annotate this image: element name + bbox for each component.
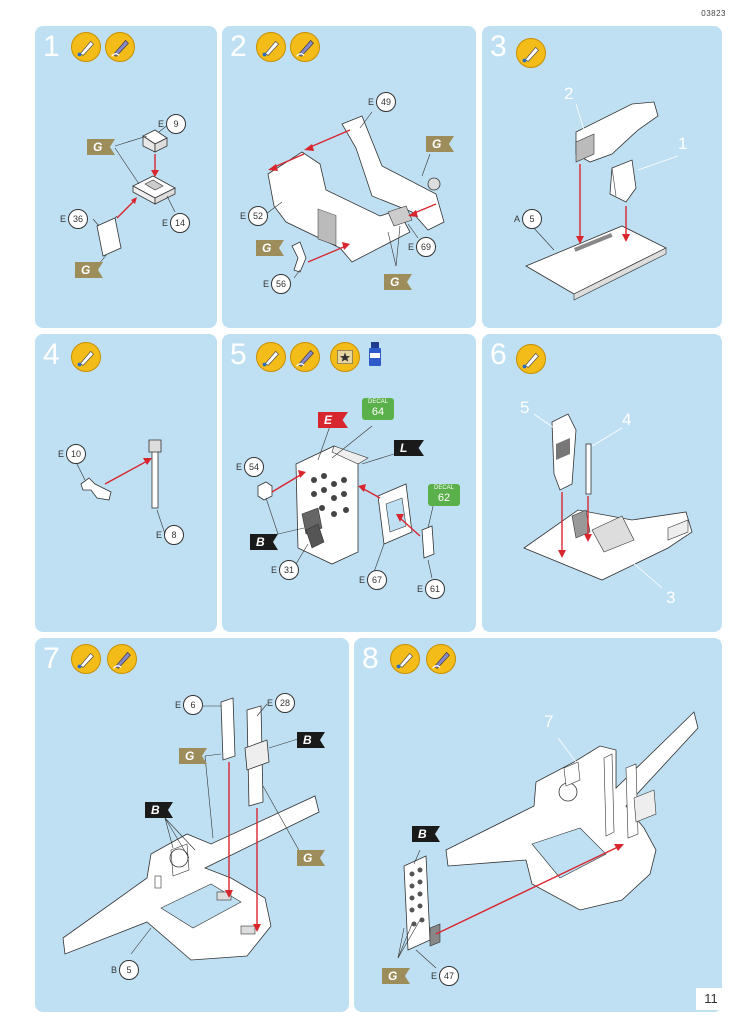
step-2-parts-drawing: [265, 111, 445, 279]
color-flag-g: G: [384, 274, 412, 290]
paint-brush-icon: [516, 38, 546, 68]
kit-code: 03823: [701, 9, 726, 18]
page-number: 11: [696, 988, 726, 1010]
paint-brush-icon: [256, 32, 286, 62]
decal-solution-bottle-icon: [368, 342, 382, 366]
color-flag-b: B: [145, 802, 173, 818]
color-flag-e: E: [318, 412, 348, 428]
color-flag-g: G: [75, 262, 103, 278]
color-flag-g: G: [256, 240, 284, 256]
glue-brush-icon: [290, 342, 320, 372]
glue-brush-icon: [290, 32, 320, 62]
color-flag-g: G: [87, 139, 115, 155]
step-5-parts-drawing: [257, 425, 435, 579]
color-flag-l: L: [394, 440, 424, 456]
paint-brush-icon: [390, 644, 420, 674]
step-6-parts-drawing: [523, 413, 693, 589]
color-flag-g: G: [297, 850, 325, 866]
color-flag-b: B: [297, 732, 325, 748]
decal-star-icon: [330, 342, 360, 372]
step-8-parts-drawing: [397, 711, 699, 969]
step-5-panel: 5: [222, 334, 476, 632]
glue-brush-icon: [107, 644, 137, 674]
color-flag-b: B: [412, 826, 440, 842]
step-1-parts-drawing: [92, 123, 176, 265]
step-3-parts-drawing: [525, 101, 679, 301]
color-flag-g: G: [179, 748, 207, 764]
glue-brush-icon: [105, 32, 135, 62]
color-flag-g: G: [426, 136, 454, 152]
step-number: 1: [43, 30, 60, 63]
step-number: 5: [230, 338, 247, 371]
subassembly-label-3: 3: [666, 588, 676, 607]
color-flag-g: G: [382, 968, 410, 984]
paint-brush-icon: [71, 32, 101, 62]
glue-brush-icon: [426, 644, 456, 674]
color-flag-b: B: [250, 534, 278, 550]
step-7-parts-drawing: [62, 697, 320, 961]
subassembly-label-4: 4: [622, 410, 632, 429]
subassembly-label-7: 7: [544, 712, 554, 731]
paint-brush-icon: [71, 342, 101, 372]
subassembly-label-1: 1: [678, 134, 688, 153]
step-number: 2: [230, 30, 247, 63]
subassembly-label-2: 2: [564, 84, 574, 103]
step-number: 7: [43, 642, 60, 675]
step-number: 6: [490, 338, 507, 371]
paint-brush-icon: [516, 344, 546, 374]
paint-brush-icon: [71, 644, 101, 674]
paint-brush-icon: [256, 342, 286, 372]
subassembly-label-5: 5: [520, 398, 530, 417]
step-4-parts-drawing: [74, 439, 166, 535]
step-number: 4: [43, 338, 60, 371]
step-number: 8: [362, 642, 379, 675]
step-6-panel: 6 5 4 3: [482, 334, 722, 632]
step-number: 3: [490, 30, 507, 63]
